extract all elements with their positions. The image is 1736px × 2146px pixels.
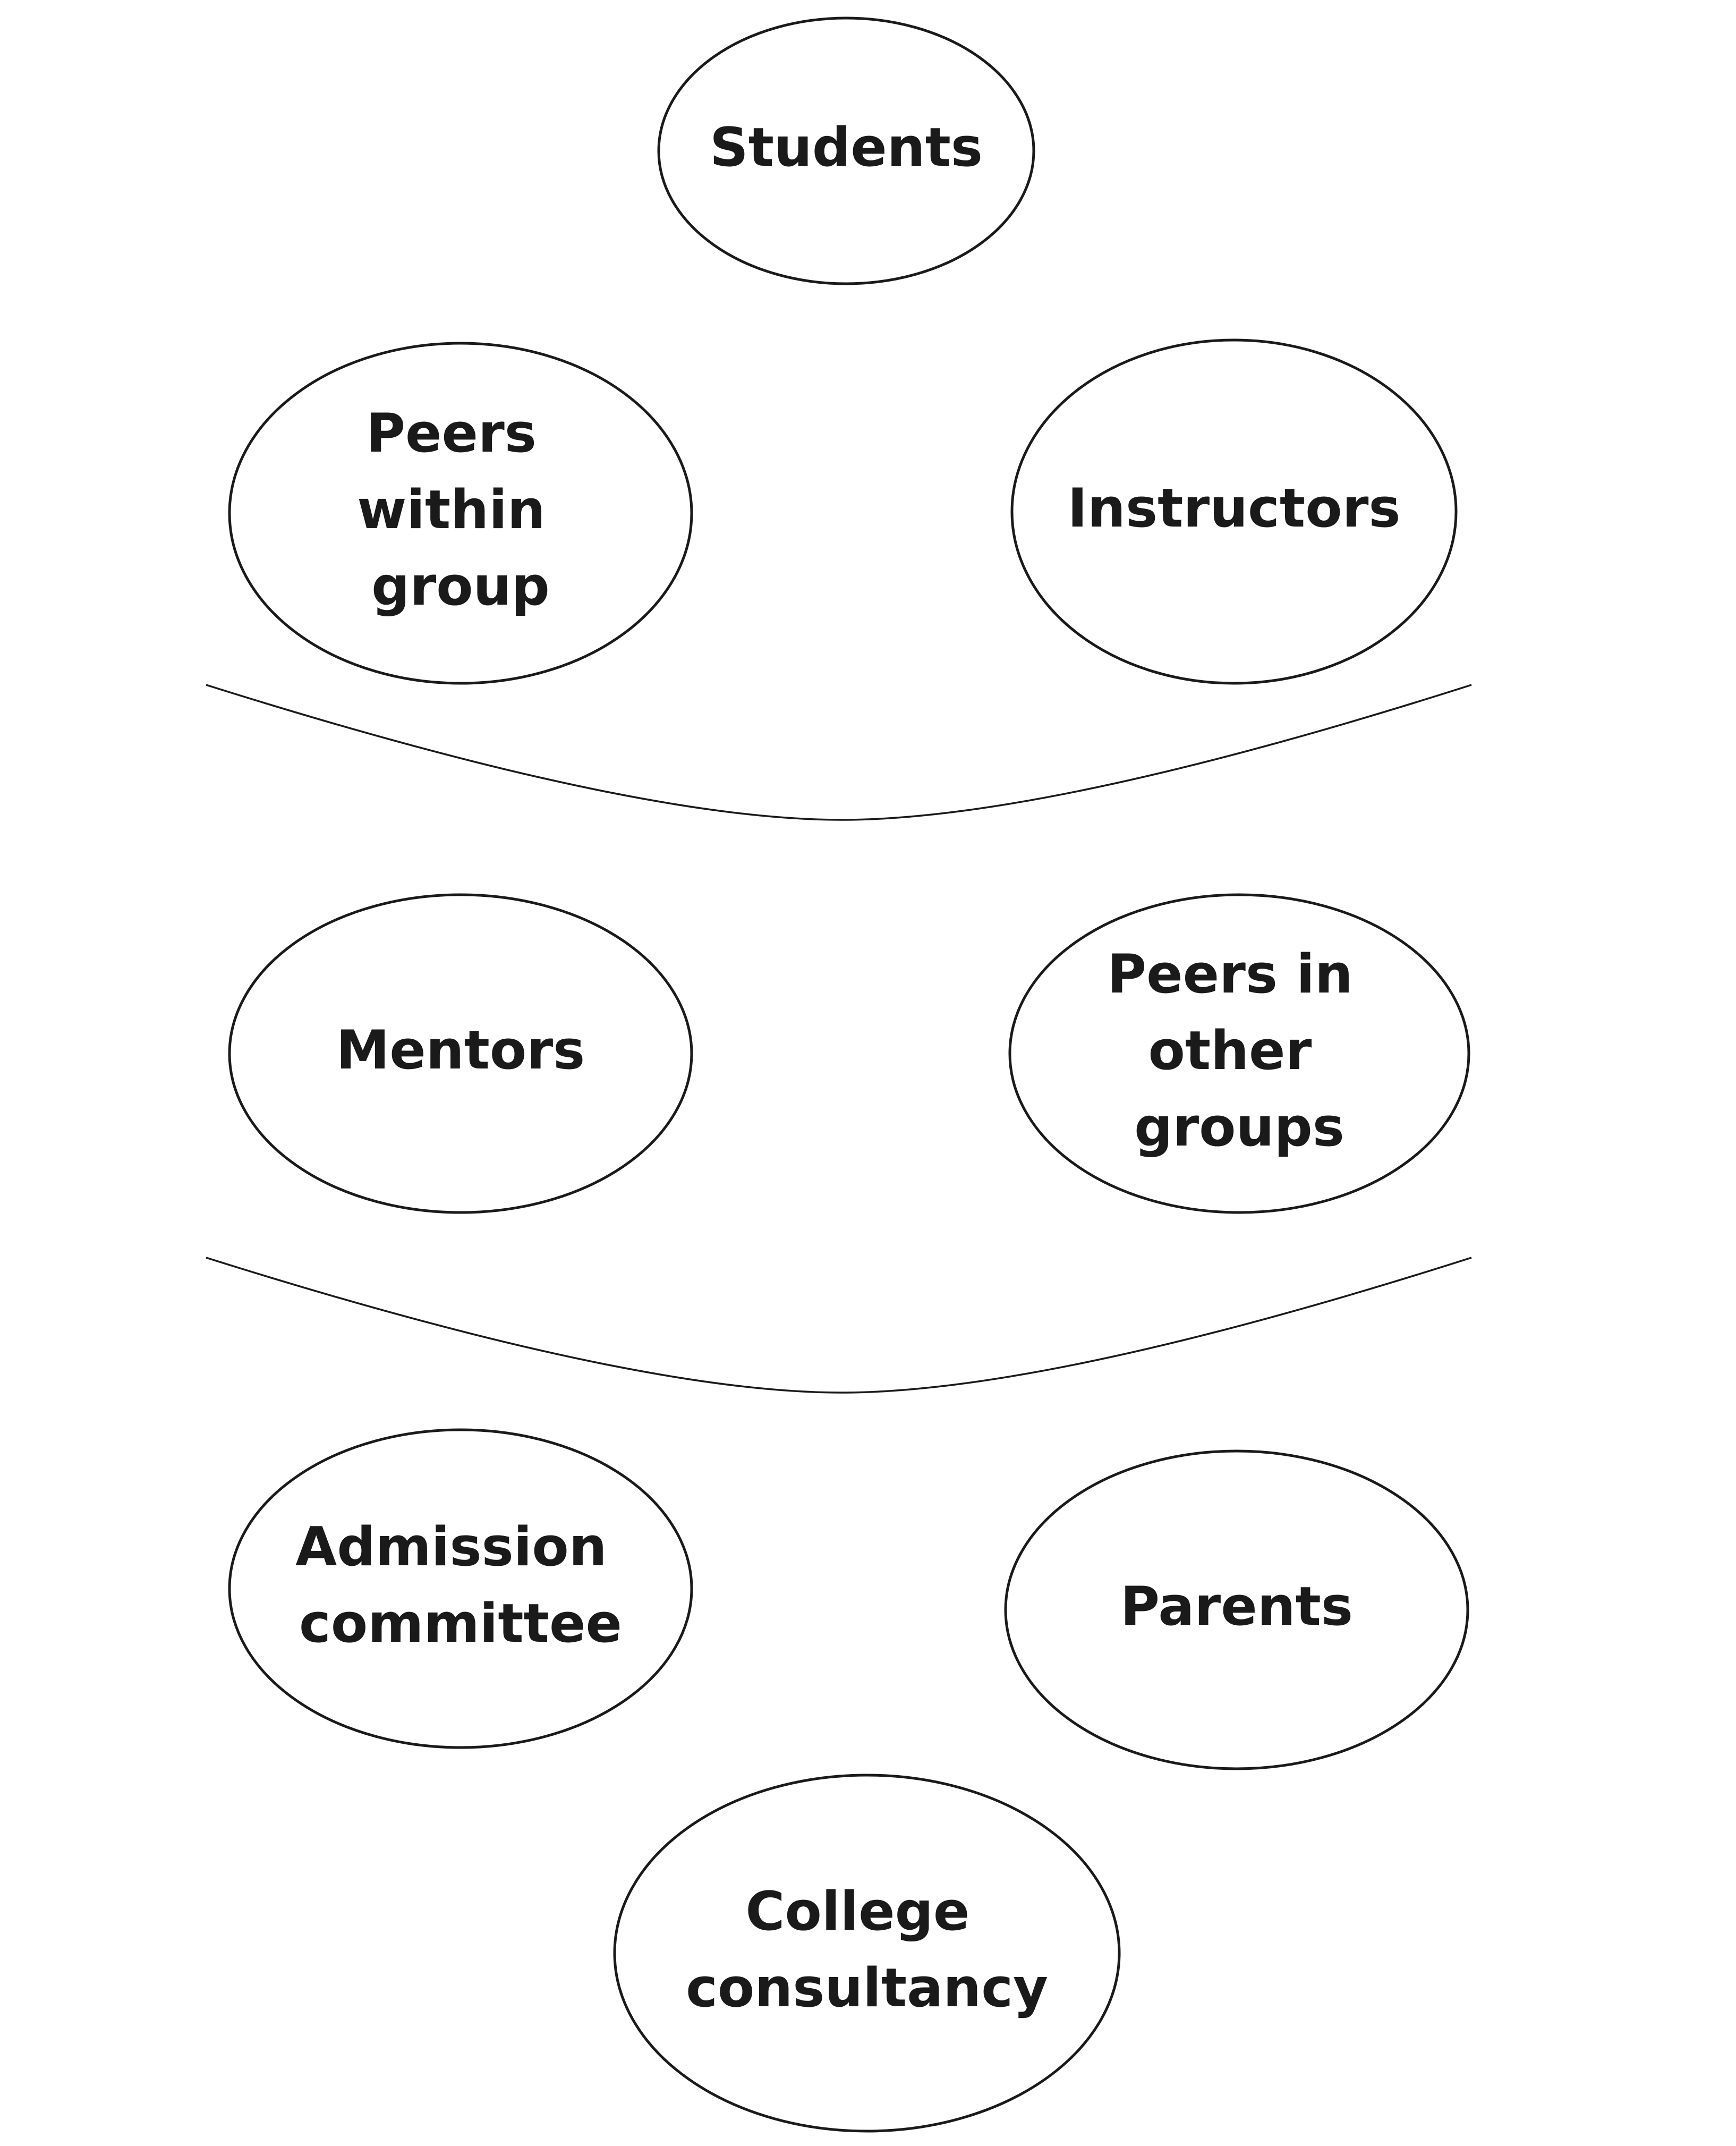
node-peers-within-group-label: Peers within group <box>357 402 564 617</box>
node-mentors-ellipse <box>228 893 693 1214</box>
node-instructors-ellipse <box>1010 338 1458 685</box>
node-instructors: Instructors <box>1010 338 1458 685</box>
node-students: Students <box>657 16 1035 285</box>
node-parents: Parents <box>1004 1449 1469 1770</box>
node-peers-other-groups: Peers in other groups <box>1008 893 1470 1214</box>
node-students-label: Students <box>710 116 983 179</box>
node-admission-committee-ellipse <box>228 1428 693 1749</box>
node-students-ellipse <box>657 16 1035 285</box>
node-college-consultancy: College consultancy <box>613 1774 1121 2133</box>
node-peers-within-group-ellipse <box>228 342 693 685</box>
node-admission-committee-label: Admission committee <box>295 1515 626 1655</box>
divider-lower <box>206 1257 1472 1394</box>
node-peers-within-group: Peers within group <box>228 342 693 685</box>
divider-upper <box>206 684 1472 821</box>
node-parents-ellipse <box>1004 1449 1469 1770</box>
node-parents-label: Parents <box>1120 1575 1353 1638</box>
node-peers-other-groups-label: Peers in other groups <box>1107 943 1372 1158</box>
node-instructors-label: Instructors <box>1067 477 1400 539</box>
node-mentors: Mentors <box>228 893 693 1214</box>
node-peers-other-groups-ellipse <box>1008 893 1470 1214</box>
node-admission-committee: Admission committee <box>228 1428 693 1749</box>
node-college-consultancy-ellipse <box>613 1774 1121 2133</box>
node-mentors-label: Mentors <box>336 1019 585 1081</box>
node-college-consultancy-label: College consultancy <box>686 1880 1048 2019</box>
